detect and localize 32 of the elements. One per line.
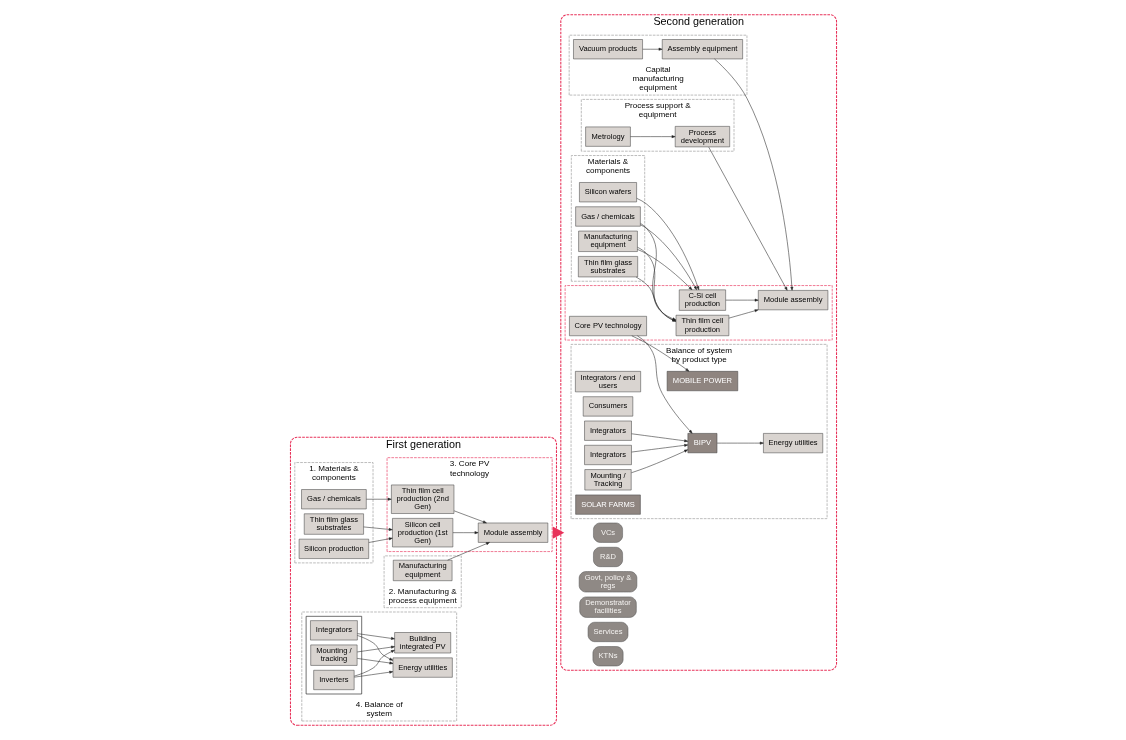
arrow xyxy=(356,635,393,661)
arrow xyxy=(635,276,676,321)
arrow xyxy=(636,198,699,290)
arrow xyxy=(356,645,395,653)
arrow xyxy=(368,537,393,543)
arrow xyxy=(642,47,662,51)
arrow xyxy=(713,58,793,291)
arrow xyxy=(630,433,688,443)
arrow xyxy=(725,298,758,302)
arrow xyxy=(552,526,564,539)
arrow xyxy=(639,224,697,290)
arrow xyxy=(365,497,392,501)
arrow xyxy=(636,249,692,290)
arrow xyxy=(630,443,688,453)
arrow xyxy=(446,542,490,561)
arrow xyxy=(356,633,395,640)
arrow xyxy=(636,247,676,322)
arrow xyxy=(353,650,395,677)
arrow xyxy=(453,510,487,524)
arrow xyxy=(630,449,688,473)
arrow xyxy=(452,531,478,535)
arrow xyxy=(356,658,393,665)
arrow xyxy=(362,526,393,531)
arrow xyxy=(716,441,764,445)
arrow xyxy=(631,335,689,372)
arrow xyxy=(629,135,675,139)
arrow xyxy=(728,309,758,319)
arrow xyxy=(636,335,692,434)
arrow xyxy=(707,146,787,291)
arrow xyxy=(353,670,393,678)
cluster xyxy=(305,616,362,695)
arrow xyxy=(639,223,676,322)
